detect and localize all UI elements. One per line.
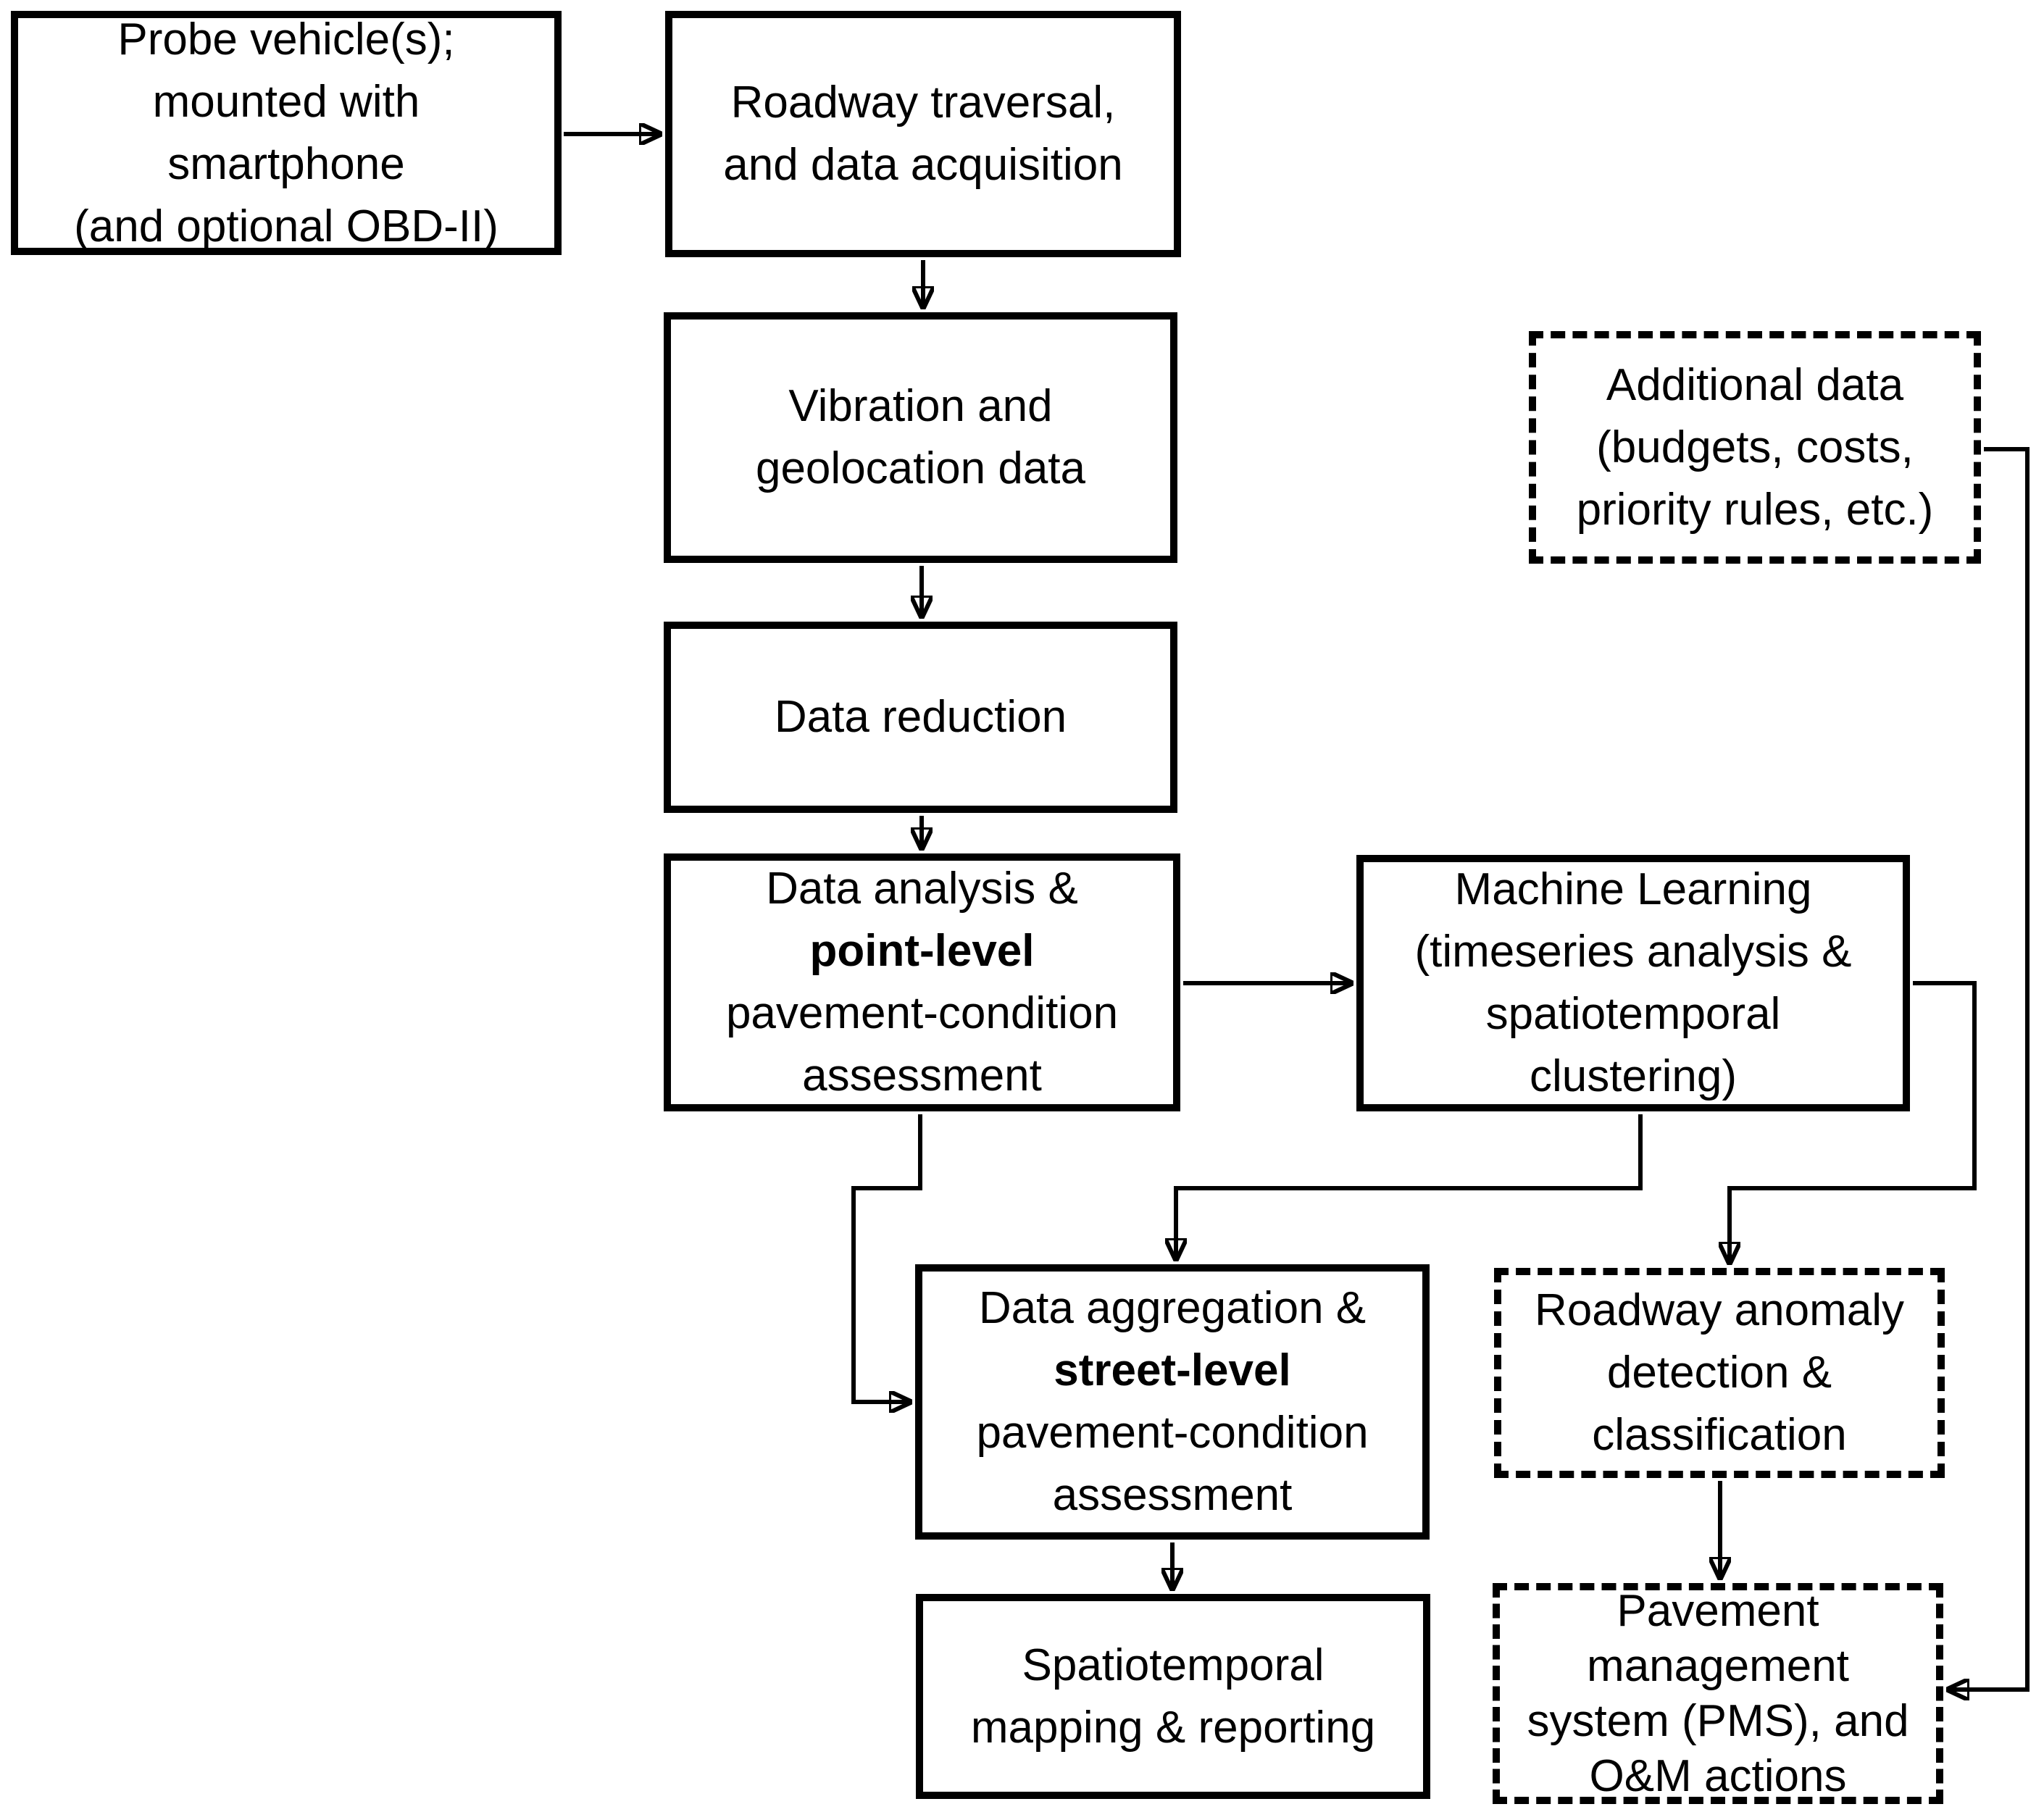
node-label-line: classification [1592,1410,1847,1460]
node-vibration-geolocation-data: Vibration and geolocation data [664,312,1177,563]
node-label-line: Pavement [1617,1585,1819,1636]
node-label-line: Roadway traversal, [730,78,1116,128]
node-label-line: Data aggregation & [978,1283,1367,1333]
node-label-line: (budgets, costs, [1596,422,1914,472]
node-pavement-management-system: Pavement management system (PMS), and O&… [1493,1583,1943,1804]
node-additional-data: Additional data (budgets, costs, priorit… [1529,331,1981,564]
node-probe-vehicles: Probe vehicle(s); mounted with smartphon… [11,11,562,255]
node-label-line: Additional data [1606,359,1904,410]
node-label-line: Vibration and [788,381,1053,431]
node-label-line: (and optional OBD-II) [74,201,499,251]
node-label-line: (timeseries analysis & [1414,927,1852,977]
node-street-level-assessment: Data aggregation & street-level pavement… [915,1264,1430,1540]
node-label-line: pavement-condition [976,1408,1369,1458]
edge-analysis-to-aggregation [851,1114,922,1402]
node-label-line: spatiotemporal [1485,989,1781,1039]
node-label-line: detection & [1606,1348,1832,1398]
node-label-line: mapping & reporting [970,1702,1376,1753]
node-label-line: Data reduction [774,692,1067,742]
edge-ml-to-aggregation [1176,1114,1643,1258]
node-label-line: pavement-condition [725,988,1119,1038]
edge-additional-to-pms [1949,447,2030,1690]
node-label-line-bold: point-level [809,926,1035,976]
node-label-line: clustering) [1530,1051,1737,1101]
node-roadway-traversal: Roadway traversal, and data acquisition [665,11,1181,257]
node-label-line: Machine Learning [1454,864,1812,914]
node-label-line: mounted with [152,76,420,127]
node-label-line: Spatiotemporal [1022,1640,1325,1690]
node-label-line: Roadway anomaly [1534,1285,1905,1335]
node-label-line: and data acquisition [723,140,1123,190]
edge-ml-to-anomaly [1730,981,1977,1262]
node-label-line: priority rules, etc.) [1576,484,1934,535]
node-label-line: Data analysis & [766,864,1078,914]
node-label-line: Probe vehicle(s); [117,14,455,64]
node-label-line: O&M actions [1589,1750,1847,1801]
node-point-level-assessment: Data analysis & point-level pavement-con… [664,853,1180,1111]
node-label-line: assessment [802,1051,1042,1101]
node-label-line-bold: street-level [1054,1345,1291,1395]
node-label-line: assessment [1052,1470,1293,1520]
node-label-line: management [1587,1640,1849,1691]
node-label-line: system (PMS), and [1527,1695,1909,1746]
node-label-line: geolocation data [755,443,1086,493]
node-label-line: smartphone [167,138,405,189]
node-data-reduction: Data reduction [664,622,1177,813]
node-roadway-anomaly: Roadway anomaly detection & classificati… [1494,1268,1945,1478]
node-spatiotemporal-mapping: Spatiotemporal mapping & reporting [916,1594,1430,1799]
node-machine-learning: Machine Learning (timeseries analysis & … [1356,855,1910,1111]
